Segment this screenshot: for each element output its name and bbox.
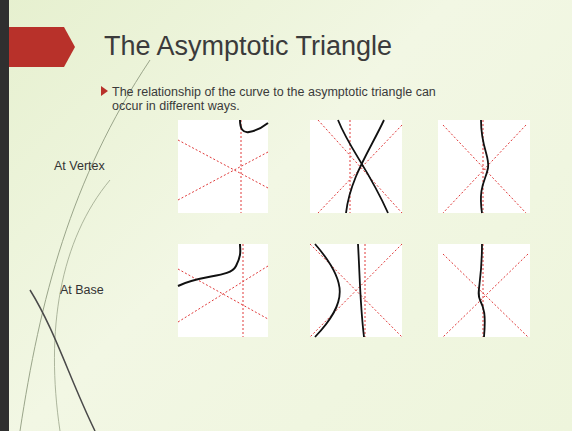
decor-curve	[20, 60, 150, 431]
left-strip	[0, 0, 9, 431]
plot	[178, 120, 268, 213]
plot	[178, 244, 268, 337]
plot	[438, 120, 530, 213]
plot	[310, 244, 402, 337]
bullet-text: The relationship of the curve to the asy…	[112, 85, 437, 113]
title-tab	[9, 27, 75, 67]
bullet-arrow	[101, 86, 108, 96]
row-label: At Base	[60, 283, 104, 297]
decor-curve	[54, 180, 110, 431]
row-label: At Vertex	[54, 159, 105, 173]
slide-title: The Asymptotic Triangle	[104, 31, 392, 62]
plot	[310, 120, 402, 213]
plot	[438, 244, 530, 337]
decor-curve	[30, 290, 95, 431]
